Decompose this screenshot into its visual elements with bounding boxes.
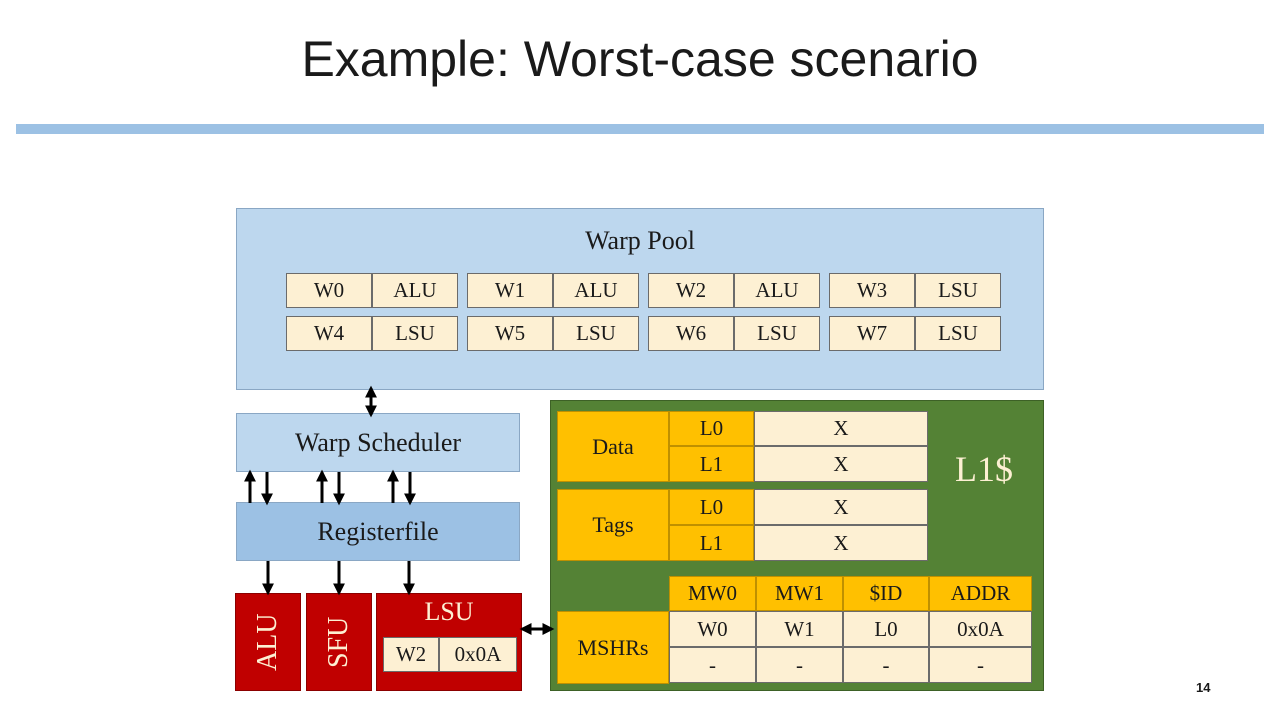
- warp-scheduler: Warp Scheduler: [236, 413, 520, 472]
- title-divider: [16, 124, 1264, 134]
- mshr-cell: L0: [843, 611, 929, 647]
- warp-unit-cell: LSU: [734, 316, 820, 351]
- lsu-addr-cell: 0x0A: [439, 637, 517, 672]
- warp-id-cell: W7: [829, 316, 915, 351]
- tags-label: Tags: [557, 489, 669, 561]
- warp-id-cell: W6: [648, 316, 734, 351]
- tag-line-id: L0: [669, 489, 754, 525]
- warp-unit-cell: ALU: [734, 273, 820, 308]
- mshrs-label: MSHRs: [557, 611, 669, 684]
- mshr-header: MW0: [669, 576, 756, 611]
- warp-unit-cell: LSU: [915, 273, 1001, 308]
- mshr-cell: W1: [756, 611, 843, 647]
- mshr-cell: -: [756, 647, 843, 683]
- mshr-cell: -: [843, 647, 929, 683]
- data-line-value: X: [754, 411, 928, 446]
- data-line-value: X: [754, 446, 928, 482]
- warp-id-cell: W2: [648, 273, 734, 308]
- mshr-cell: -: [929, 647, 1032, 683]
- lsu-label: LSU: [424, 597, 474, 626]
- warp-unit-cell: LSU: [553, 316, 639, 351]
- mshr-cell: 0x0A: [929, 611, 1032, 647]
- tag-line-value: X: [754, 489, 928, 525]
- tag-line-value: X: [754, 525, 928, 561]
- data-label: Data: [557, 411, 669, 482]
- warp-id-cell: W3: [829, 273, 915, 308]
- warp-unit-cell: LSU: [915, 316, 1001, 351]
- warp-id-cell: W0: [286, 273, 372, 308]
- data-line-id: L0: [669, 411, 754, 446]
- mshr-cell: -: [669, 647, 756, 683]
- mshr-cell: W0: [669, 611, 756, 647]
- mshr-header: ADDR: [929, 576, 1032, 611]
- warp-unit-cell: LSU: [372, 316, 458, 351]
- l1-label: L1$: [955, 449, 1013, 489]
- tag-line-id: L1: [669, 525, 754, 561]
- warp-unit-cell: ALU: [553, 273, 639, 308]
- mshr-header: MW1: [756, 576, 843, 611]
- mshr-header: $ID: [843, 576, 929, 611]
- registerfile: Registerfile: [236, 502, 520, 561]
- lsu-warp-cell: W2: [383, 637, 439, 672]
- warp-pool-label: Warp Pool: [585, 226, 695, 255]
- warp-id-cell: W4: [286, 316, 372, 351]
- warp-id-cell: W5: [467, 316, 553, 351]
- data-line-id: L1: [669, 446, 754, 482]
- page-number: 14: [1196, 680, 1211, 695]
- warp-unit-cell: ALU: [372, 273, 458, 308]
- slide-title: Example: Worst-case scenario: [301, 31, 979, 87]
- warp-id-cell: W1: [467, 273, 553, 308]
